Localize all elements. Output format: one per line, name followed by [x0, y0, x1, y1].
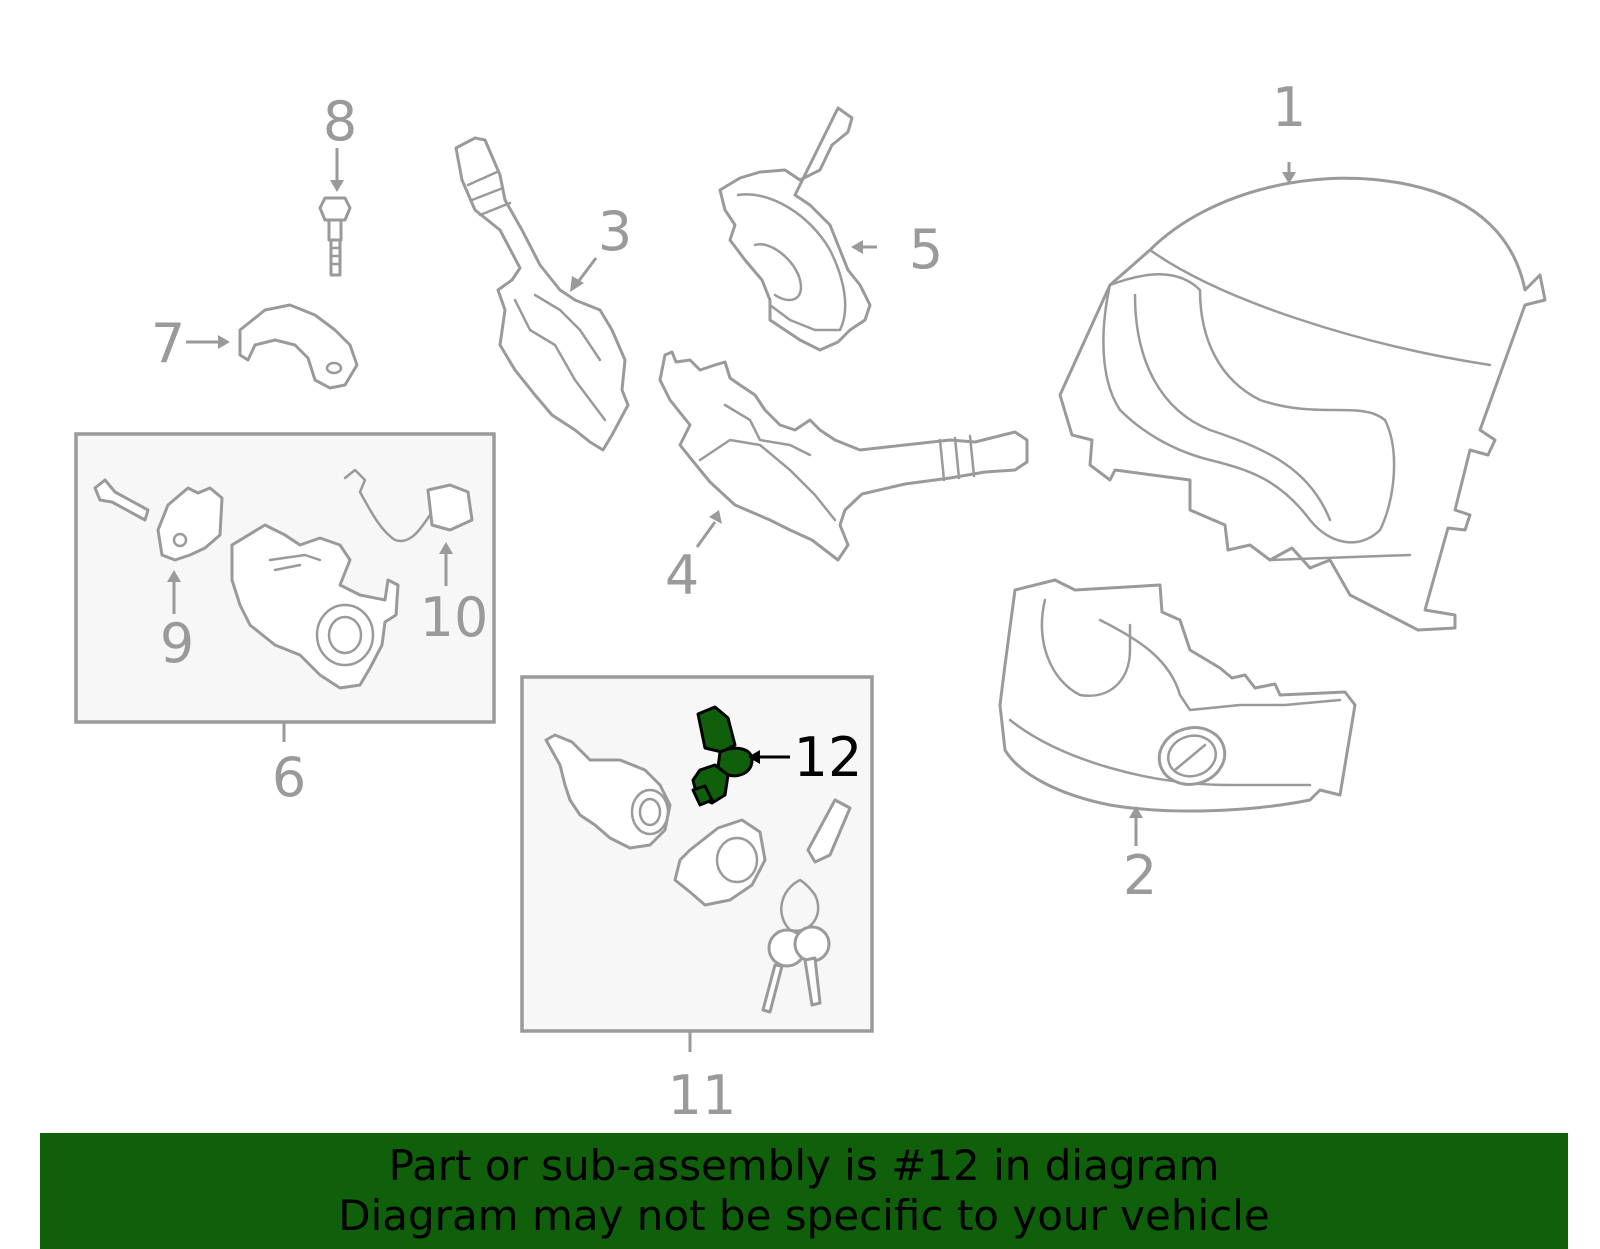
part-3-combination-switch[interactable] — [454, 136, 630, 452]
banner-line-1: Part or sub-assembly is #12 in diagram — [388, 1141, 1220, 1190]
part-9-bracket[interactable] — [93, 478, 224, 562]
callout-5[interactable]: 5 — [909, 218, 943, 281]
part-1-upper-cover[interactable] — [1058, 176, 1547, 632]
callout-8[interactable]: 8 — [323, 90, 357, 153]
callout-10[interactable]: 10 — [420, 586, 489, 649]
part-4-lever-switch[interactable] — [658, 350, 1029, 562]
part-10-connector[interactable] — [343, 468, 474, 543]
arrow-1-head — [1282, 172, 1296, 184]
callout-6[interactable]: 6 — [272, 746, 306, 809]
info-banner: Part or sub-assembly is #12 in diagram D… — [40, 1133, 1568, 1249]
key-set[interactable] — [761, 798, 852, 1014]
arrow-4-head — [709, 510, 722, 524]
arrow-4 — [695, 521, 717, 548]
lock-cylinder[interactable] — [544, 733, 672, 850]
arrow-3 — [576, 257, 598, 283]
callout-4[interactable]: 4 — [665, 544, 699, 607]
part-5-clock-spring[interactable] — [718, 106, 872, 352]
part-7-clamp[interactable] — [238, 303, 359, 390]
callout-9[interactable]: 9 — [160, 612, 194, 675]
arrow-3-head — [570, 276, 584, 292]
callout-11[interactable]: 11 — [668, 1064, 737, 1127]
part-12-highlighted[interactable] — [691, 705, 754, 807]
part-2-lower-cover[interactable] — [998, 578, 1357, 813]
arrow-12-head — [748, 750, 760, 764]
callout-7[interactable]: 7 — [151, 312, 185, 375]
arrow-2-head — [1129, 806, 1143, 818]
banner-line-2: Diagram may not be specific to your vehi… — [338, 1191, 1270, 1240]
callout-1[interactable]: 1 — [1272, 76, 1306, 139]
part-8-bolt[interactable] — [318, 196, 352, 277]
arrow-7-head — [218, 335, 230, 349]
callout-2[interactable]: 2 — [1123, 844, 1157, 907]
callout-3[interactable]: 3 — [598, 200, 632, 263]
arrow-8-head — [330, 180, 344, 192]
lock-bezel[interactable] — [673, 818, 767, 907]
steering-lock-housing[interactable] — [230, 523, 400, 690]
arrow-10-head — [439, 542, 453, 554]
callout-12[interactable]: 12 — [794, 726, 863, 789]
arrow-9-head — [167, 570, 181, 582]
arrow-5-head — [851, 240, 863, 254]
